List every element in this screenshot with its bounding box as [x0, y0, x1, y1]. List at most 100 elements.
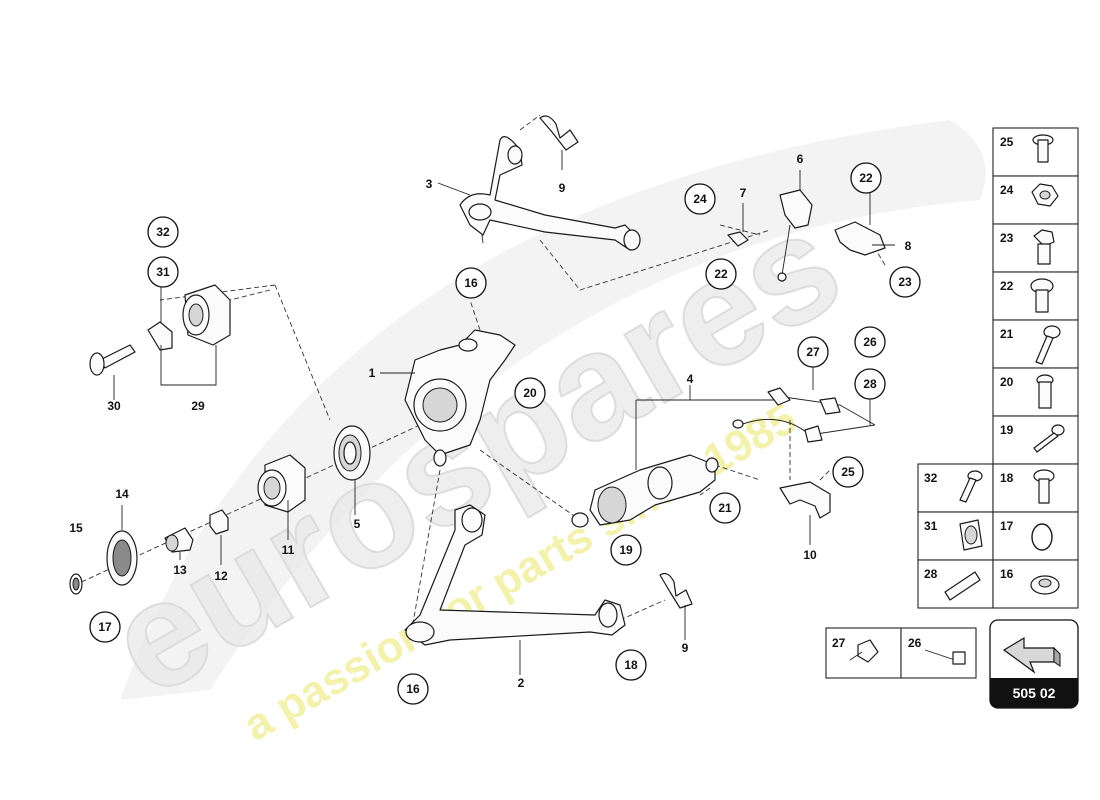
- callout-19: 19: [610, 534, 642, 566]
- callout-27: 27: [797, 336, 829, 368]
- clip-bottom: [659, 572, 693, 609]
- leader-lines: [113, 150, 895, 675]
- legend-31: 31: [924, 519, 938, 533]
- legend-double-column: 32 31 28 18 17 16: [917, 463, 1079, 609]
- legend-23: 23: [1000, 231, 1014, 245]
- hub-assembly-upper: [89, 284, 231, 376]
- label-9-top: 9: [559, 181, 566, 195]
- label-11: 11: [282, 543, 295, 557]
- svg-text:22: 22: [859, 171, 873, 185]
- svg-text:22: 22: [714, 267, 728, 281]
- label-10: 10: [803, 548, 817, 562]
- label-30: 30: [107, 399, 121, 413]
- label-5: 5: [354, 517, 361, 531]
- hub-small-parts: [69, 509, 229, 595]
- svg-text:20: 20: [523, 386, 537, 400]
- legend-19: 19: [1000, 423, 1014, 437]
- legend-bottom: 27 26: [825, 627, 977, 679]
- svg-text:16: 16: [406, 682, 420, 696]
- svg-text:21: 21: [718, 501, 732, 515]
- svg-text:26: 26: [863, 335, 877, 349]
- legend-18: 18: [1000, 471, 1014, 485]
- hex-bolt-icon: [1033, 229, 1055, 265]
- callout-18: 18: [615, 649, 647, 681]
- plain-labels: 1 2 3 4 5 6 7 8 9 9 10 11 12 13 14 15 29…: [69, 152, 911, 690]
- label-13: 13: [173, 563, 187, 577]
- callout-28: 28: [854, 368, 886, 400]
- wheel-bearing: [333, 425, 371, 481]
- svg-text:17: 17: [98, 620, 112, 634]
- height-sensor: [727, 189, 886, 282]
- callout-26: 26: [854, 326, 886, 358]
- svg-text:25: 25: [841, 465, 855, 479]
- svg-text:23: 23: [898, 275, 912, 289]
- callout-22-right: 22: [850, 162, 882, 194]
- torx-bolt-icon: [1032, 134, 1054, 163]
- legend-32: 32: [924, 471, 938, 485]
- label-3: 3: [426, 177, 433, 191]
- clip-top: [539, 115, 579, 151]
- callout-31: 31: [147, 256, 179, 288]
- legend-21: 21: [1000, 327, 1014, 341]
- callout-16-bottom: 16: [397, 673, 429, 705]
- bushing-icon: [959, 519, 983, 551]
- long-bolt-icon: [1035, 325, 1061, 365]
- bracket: [779, 481, 831, 519]
- svg-text:31: 31: [156, 265, 170, 279]
- callout-24: 24: [684, 183, 716, 215]
- wheel-carrier: [404, 329, 516, 467]
- plug-icon: [924, 649, 966, 665]
- label-29: 29: [191, 399, 205, 413]
- upper-control-arm: [459, 136, 641, 251]
- svg-text:32: 32: [156, 225, 170, 239]
- label-1: 1: [369, 366, 376, 380]
- wheel-hub: [257, 454, 306, 513]
- label-6: 6: [797, 152, 804, 166]
- legend-28: 28: [924, 567, 938, 581]
- svg-text:24: 24: [693, 192, 707, 206]
- callout-16-top: 16: [455, 267, 487, 299]
- callout-17: 17: [89, 611, 121, 643]
- label-7: 7: [740, 186, 747, 200]
- legend-single-column: 25 24 23 22 21 20 19: [992, 127, 1079, 465]
- hex-nut-icon: [1031, 183, 1059, 207]
- lower-control-arm: [404, 504, 626, 646]
- label-9-bottom: 9: [682, 641, 689, 655]
- legend-20: 20: [1000, 375, 1014, 389]
- flange-bolt-icon: [1030, 278, 1054, 313]
- pin-bolt-icon: [1036, 374, 1054, 409]
- callout-32: 32: [147, 216, 179, 248]
- label-2: 2: [518, 676, 525, 690]
- label-8: 8: [905, 239, 912, 253]
- allen-bolt-icon: [959, 470, 983, 503]
- legend-24: 24: [1000, 183, 1014, 197]
- callout-25: 25: [832, 456, 864, 488]
- legend-16: 16: [1000, 567, 1014, 581]
- label-14: 14: [115, 487, 129, 501]
- label-4: 4: [687, 372, 694, 386]
- sleeve-icon: [944, 571, 981, 601]
- svg-text:18: 18: [624, 658, 638, 672]
- callout-20: 20: [514, 377, 546, 409]
- svg-text:28: 28: [863, 377, 877, 391]
- label-15: 15: [69, 521, 83, 535]
- wiring-harness: [732, 387, 876, 443]
- legend-26: 26: [908, 636, 922, 650]
- connector-icon: [849, 639, 879, 663]
- flanged-bolt-icon: [1033, 469, 1055, 504]
- o-ring-icon: [1031, 523, 1053, 551]
- svg-text:16: 16: [464, 276, 478, 290]
- callout-23: 23: [889, 266, 921, 298]
- callout-21: 21: [709, 492, 741, 524]
- actuator: [571, 399, 775, 528]
- circled-callouts: 16 16 17 18 19 20 21 22 22 23 24 25 26 2…: [89, 162, 921, 705]
- legend-22: 22: [1000, 279, 1014, 293]
- legend-17: 17: [1000, 519, 1014, 533]
- page-code-label: 505 02: [990, 678, 1078, 708]
- legend-25: 25: [1000, 135, 1014, 149]
- svg-text:19: 19: [619, 543, 633, 557]
- flange-nut-icon: [1030, 575, 1060, 595]
- label-12: 12: [214, 569, 228, 583]
- callout-22-left: 22: [705, 258, 737, 290]
